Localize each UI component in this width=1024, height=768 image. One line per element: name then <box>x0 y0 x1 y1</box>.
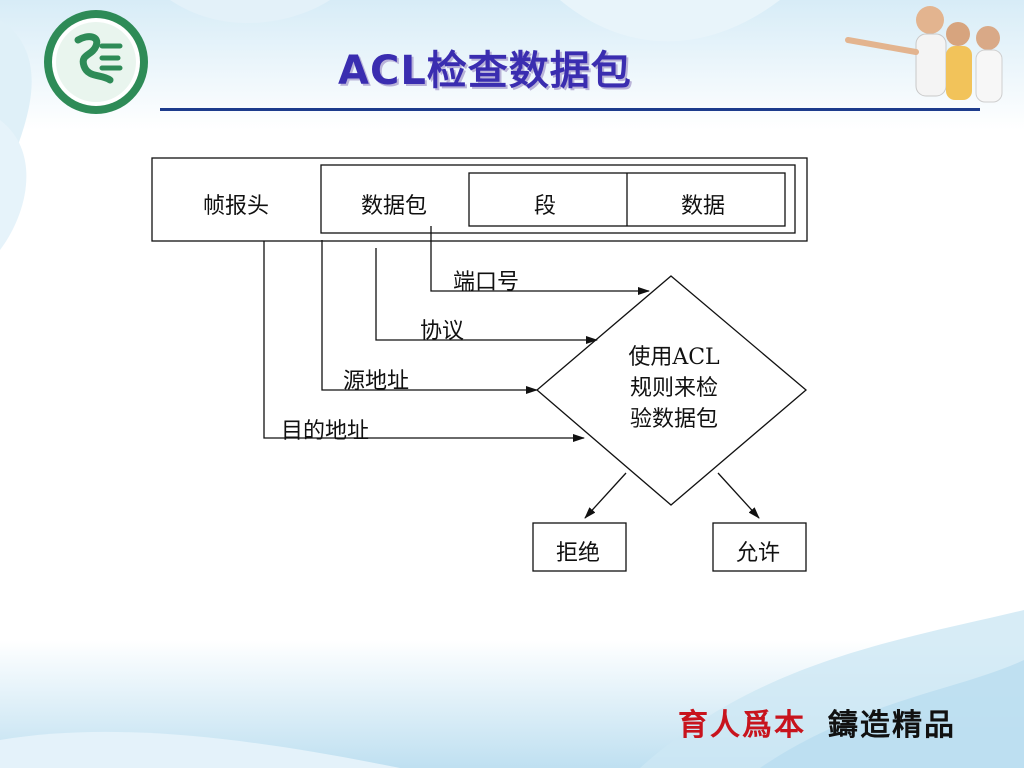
destination-connector <box>263 241 585 442</box>
people-photo-icon <box>845 6 1003 103</box>
college-logo-icon <box>44 10 148 114</box>
permit-label: 允许 <box>736 541 781 566</box>
decision-line-3: 验数据包 <box>629 407 718 432</box>
slogan-black: 鑄造精品 <box>828 708 956 743</box>
destination-label: 目的地址 <box>281 419 370 444</box>
slogan-red: 育人爲本 <box>678 708 806 743</box>
protocol-label: 协议 <box>420 319 465 344</box>
decision-text: 使用ACL 规则来检 验数据包 <box>612 342 736 435</box>
slogan: 育人爲本鑄造精品 <box>678 700 956 744</box>
decision-line-1: 使用ACL <box>628 345 720 370</box>
packet-label: 数据包 <box>361 194 428 219</box>
data-label: 数据 <box>681 194 726 219</box>
decision-line-2: 规则来检 <box>629 376 718 401</box>
deny-label: 拒绝 <box>556 541 601 566</box>
slide-title: ACL检查数据包 <box>338 48 632 94</box>
packet-box <box>320 164 796 234</box>
source-connector <box>321 240 538 394</box>
port-label: 端口号 <box>453 270 520 295</box>
permit-box <box>712 522 807 572</box>
frame-header-label: 帧报头 <box>203 194 270 219</box>
permit-arrow <box>717 472 760 519</box>
deny-box <box>532 522 627 572</box>
port-connector <box>430 226 650 295</box>
decision-diamond <box>535 275 808 506</box>
deny-arrow <box>584 472 627 519</box>
source-label: 源地址 <box>343 369 410 394</box>
segment-label: 段 <box>534 194 557 219</box>
protocol-connector <box>375 248 598 344</box>
frame-box <box>151 157 808 242</box>
title-underline <box>160 108 980 111</box>
